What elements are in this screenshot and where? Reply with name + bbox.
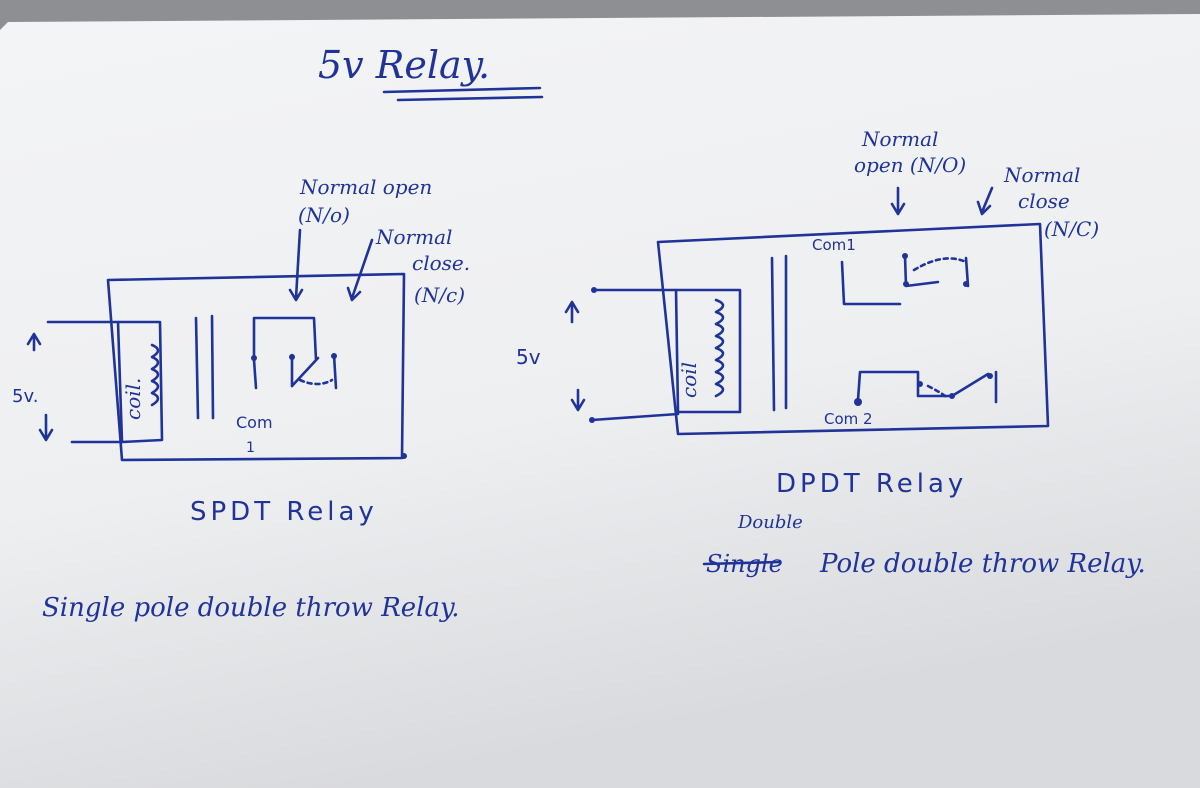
svg-text:Single pole double throw Relay: Single pole double throw Relay. — [42, 593, 459, 623]
svg-text:Com: Com — [236, 413, 273, 432]
svg-text:Normal: Normal — [1003, 163, 1080, 187]
svg-text:5v: 5v — [516, 345, 541, 369]
spdt-relay-diagram: Normal open (N/o) Normal close. (N/c) co… — [12, 175, 470, 623]
svg-text:Normal open: Normal open — [299, 175, 432, 199]
svg-text:DPDT Relay: DPDT Relay — [776, 469, 967, 499]
svg-text:coil: coil — [677, 362, 701, 398]
svg-text:1: 1 — [246, 440, 255, 456]
paper-sheet — [0, 14, 1200, 788]
svg-text:5v Relay.: 5v Relay. — [318, 43, 490, 87]
svg-text:SPDT Relay: SPDT Relay — [190, 497, 378, 527]
title: 5v Relay. — [318, 43, 544, 102]
dpdt-relay-diagram: Normal open (N/O) Normal close (N/C) Com… — [516, 127, 1146, 579]
svg-text:Normal: Normal — [375, 225, 452, 249]
svg-text:open (N/O): open (N/O) — [854, 153, 966, 177]
svg-text:5v.: 5v. — [12, 386, 38, 407]
svg-text:(N/o): (N/o) — [298, 203, 350, 227]
svg-text:Com1: Com1 — [812, 236, 856, 254]
svg-text:close: close — [1018, 189, 1070, 213]
svg-text:(N/C): (N/C) — [1044, 217, 1099, 241]
svg-text:Double: Double — [737, 512, 803, 533]
svg-text:close.: close. — [412, 251, 470, 275]
svg-text:Com 2: Com 2 — [824, 410, 873, 428]
svg-text:Normal: Normal — [861, 127, 938, 151]
svg-text:Pole double throw Relay.: Pole double throw Relay. — [819, 549, 1146, 579]
svg-text:(N/c): (N/c) — [414, 283, 465, 307]
svg-text:coil.: coil. — [121, 378, 145, 420]
